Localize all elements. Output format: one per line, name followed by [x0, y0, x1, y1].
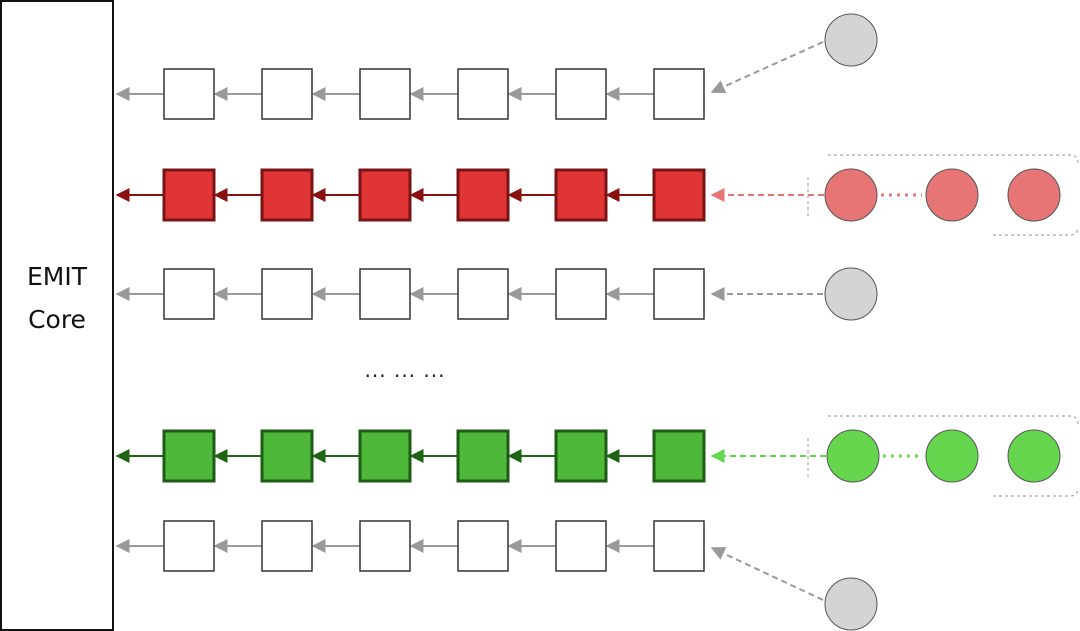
- lane-2-source-circle-2: [925, 168, 979, 222]
- core-label-line1: EMIT: [26, 262, 87, 291]
- lane-1-queue-box-2: [261, 68, 313, 120]
- lane-3-queue-box-6: [653, 268, 705, 320]
- lane-5-queue-box-5: [555, 520, 607, 572]
- lane-4-queue-box-6: [652, 429, 706, 483]
- lane-4-group-border-top: [828, 415, 1079, 425]
- lane-5-source-arrow: [710, 547, 824, 601]
- lane-3-queue-box-1: [163, 268, 215, 320]
- lane-4-source-circle-2: [925, 429, 979, 483]
- lane-1-queue-box-1: [163, 68, 215, 120]
- lane-4-queue-box-5: [554, 429, 608, 483]
- lane-3-queue-box-2: [261, 268, 313, 320]
- lane-2-queue-box-3: [358, 168, 412, 222]
- lane-4-source-circle-3: [1007, 429, 1061, 483]
- lane-1-queue-box-5: [555, 68, 607, 120]
- lane-4-group-border-bottom: [993, 487, 1079, 497]
- lane-2-queue-box-1: [162, 168, 216, 222]
- lane-1-source-circle: [824, 13, 878, 67]
- lane-4-queue-box-2: [260, 429, 314, 483]
- lane-2-queue-box-2: [260, 168, 314, 222]
- lane-3-queue-box-3: [359, 268, 411, 320]
- lane-3-queue-box-4: [457, 268, 509, 320]
- lane-4-queue-box-1: [162, 429, 216, 483]
- lane-5-queue-box-2: [261, 520, 313, 572]
- emit-core-box: [0, 0, 114, 631]
- lane-1-queue-box-4: [457, 68, 509, 120]
- lane-4-source-circle-1: [826, 429, 880, 483]
- lane-1-queue-box-6: [653, 68, 705, 120]
- lane-2-source-circle-1: [824, 168, 878, 222]
- more-lanes-ellipsis: ... ... ...: [364, 358, 446, 382]
- lane-2-queue-box-5: [554, 168, 608, 222]
- lane-5-queue-box-6: [653, 520, 705, 572]
- lane-1-queue-box-3: [359, 68, 411, 120]
- lane-2-group-border-bottom: [993, 226, 1079, 236]
- lane-5-queue-box-1: [163, 520, 215, 572]
- lane-5-source-circle: [824, 577, 878, 631]
- lane-2-queue-box-6: [652, 168, 706, 222]
- lane-5-queue-box-3: [359, 520, 411, 572]
- lane-2-group-border-top: [828, 154, 1079, 164]
- lane-3-queue-box-5: [555, 268, 607, 320]
- lane-2-queue-box-4: [456, 168, 510, 222]
- lane-4-queue-box-3: [358, 429, 412, 483]
- emit-core-label: EMIT Core: [0, 255, 114, 341]
- lane-5-queue-box-4: [457, 520, 509, 572]
- lane-2-source-circle-3: [1007, 168, 1061, 222]
- lane-4-queue-box-4: [456, 429, 510, 483]
- lane-3-source-circle: [824, 267, 878, 321]
- lane-1-source-arrow: [710, 41, 824, 94]
- core-label-line2: Core: [28, 305, 86, 334]
